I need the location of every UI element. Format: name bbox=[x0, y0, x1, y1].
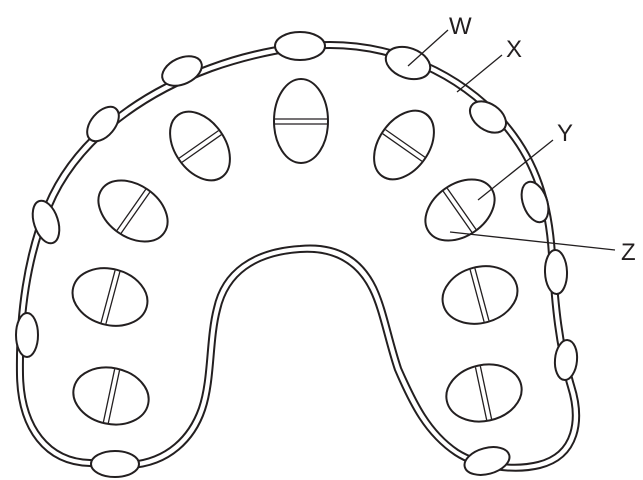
rim-oval bbox=[384, 45, 432, 81]
rim-oval bbox=[468, 100, 508, 134]
leader-line-w bbox=[407, 29, 449, 67]
well-oval bbox=[72, 366, 150, 426]
well-band bbox=[474, 268, 490, 321]
rim-oval bbox=[543, 249, 569, 295]
well-band bbox=[446, 188, 477, 230]
rim-oval bbox=[15, 312, 39, 358]
leader-line-z bbox=[449, 231, 616, 251]
well bbox=[273, 78, 329, 164]
well-band bbox=[178, 130, 219, 159]
well-oval bbox=[169, 110, 231, 182]
well-band bbox=[385, 129, 426, 158]
rim-oval bbox=[520, 180, 550, 224]
well-oval bbox=[445, 363, 523, 423]
well-oval bbox=[424, 178, 496, 242]
well-band bbox=[469, 269, 485, 323]
well-oval bbox=[373, 109, 435, 181]
rim-oval bbox=[90, 450, 140, 478]
well bbox=[71, 267, 149, 327]
leader-lines bbox=[407, 29, 616, 251]
well-band bbox=[102, 369, 116, 423]
well bbox=[441, 265, 519, 325]
well bbox=[445, 363, 523, 423]
rim-oval bbox=[86, 105, 120, 143]
leader-line-y bbox=[477, 139, 554, 201]
well-band bbox=[382, 133, 423, 162]
rim-oval bbox=[31, 199, 61, 245]
well-band bbox=[105, 271, 121, 325]
well-oval bbox=[97, 179, 169, 243]
leader-line-x bbox=[456, 54, 503, 93]
label-z: Z bbox=[621, 239, 636, 266]
well-oval bbox=[441, 265, 519, 325]
rim-oval bbox=[274, 31, 326, 61]
well-band bbox=[100, 270, 116, 323]
well-band bbox=[107, 370, 121, 424]
rim-oval bbox=[161, 55, 203, 87]
rim-oval bbox=[553, 339, 579, 381]
label-w: W bbox=[449, 13, 472, 40]
label-x: X bbox=[506, 36, 522, 63]
well-band bbox=[116, 189, 147, 231]
label-y: Y bbox=[557, 120, 573, 147]
well bbox=[97, 179, 169, 243]
well bbox=[72, 366, 150, 426]
tray-outline bbox=[15, 40, 581, 472]
well-oval bbox=[71, 267, 149, 327]
well bbox=[373, 109, 435, 181]
well bbox=[169, 110, 231, 182]
callout-labels: W X Y Z bbox=[449, 13, 636, 266]
well-band bbox=[181, 134, 222, 163]
tray-outer-line bbox=[15, 40, 581, 472]
well-band bbox=[442, 190, 473, 233]
well-band bbox=[120, 191, 151, 234]
wells bbox=[71, 78, 523, 426]
well-band bbox=[479, 366, 493, 420]
tray-inner-line bbox=[21, 46, 574, 466]
well-band bbox=[474, 367, 488, 421]
well bbox=[424, 178, 496, 242]
well-oval bbox=[273, 78, 329, 164]
rim-ovals bbox=[15, 31, 579, 478]
rim-oval bbox=[463, 446, 511, 476]
